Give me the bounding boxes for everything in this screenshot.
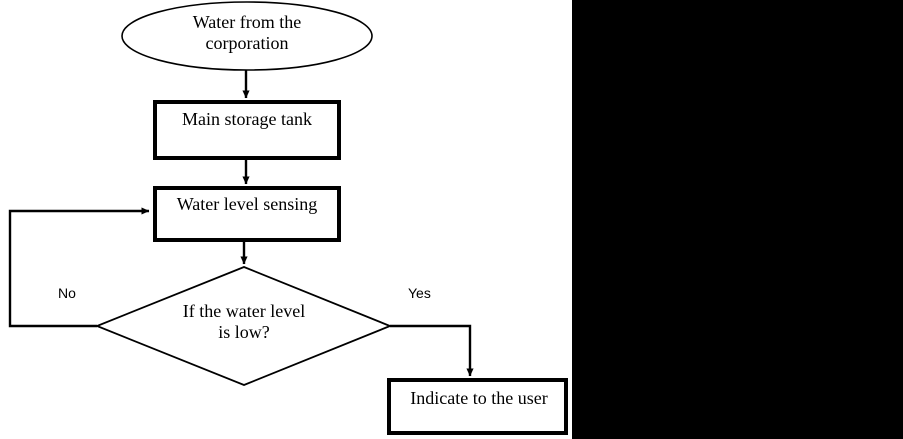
node-start-shape: [121, 1, 373, 71]
node-decision-shape: [94, 266, 393, 386]
flowchart-graphics: [8, 1, 568, 435]
node-indicate-shape: [387, 378, 568, 435]
node-tank-shape: [153, 100, 341, 160]
flowchart-canvas: Water from the corporation Main storage …: [0, 0, 572, 439]
edge-decision-yes-to-indicate: [390, 324, 474, 377]
edge-decision-no-to-sensing: [8, 207, 150, 328]
node-sensing-shape: [153, 186, 341, 242]
edge-label-no: No: [58, 285, 76, 301]
edge-label-yes: Yes: [408, 285, 431, 301]
